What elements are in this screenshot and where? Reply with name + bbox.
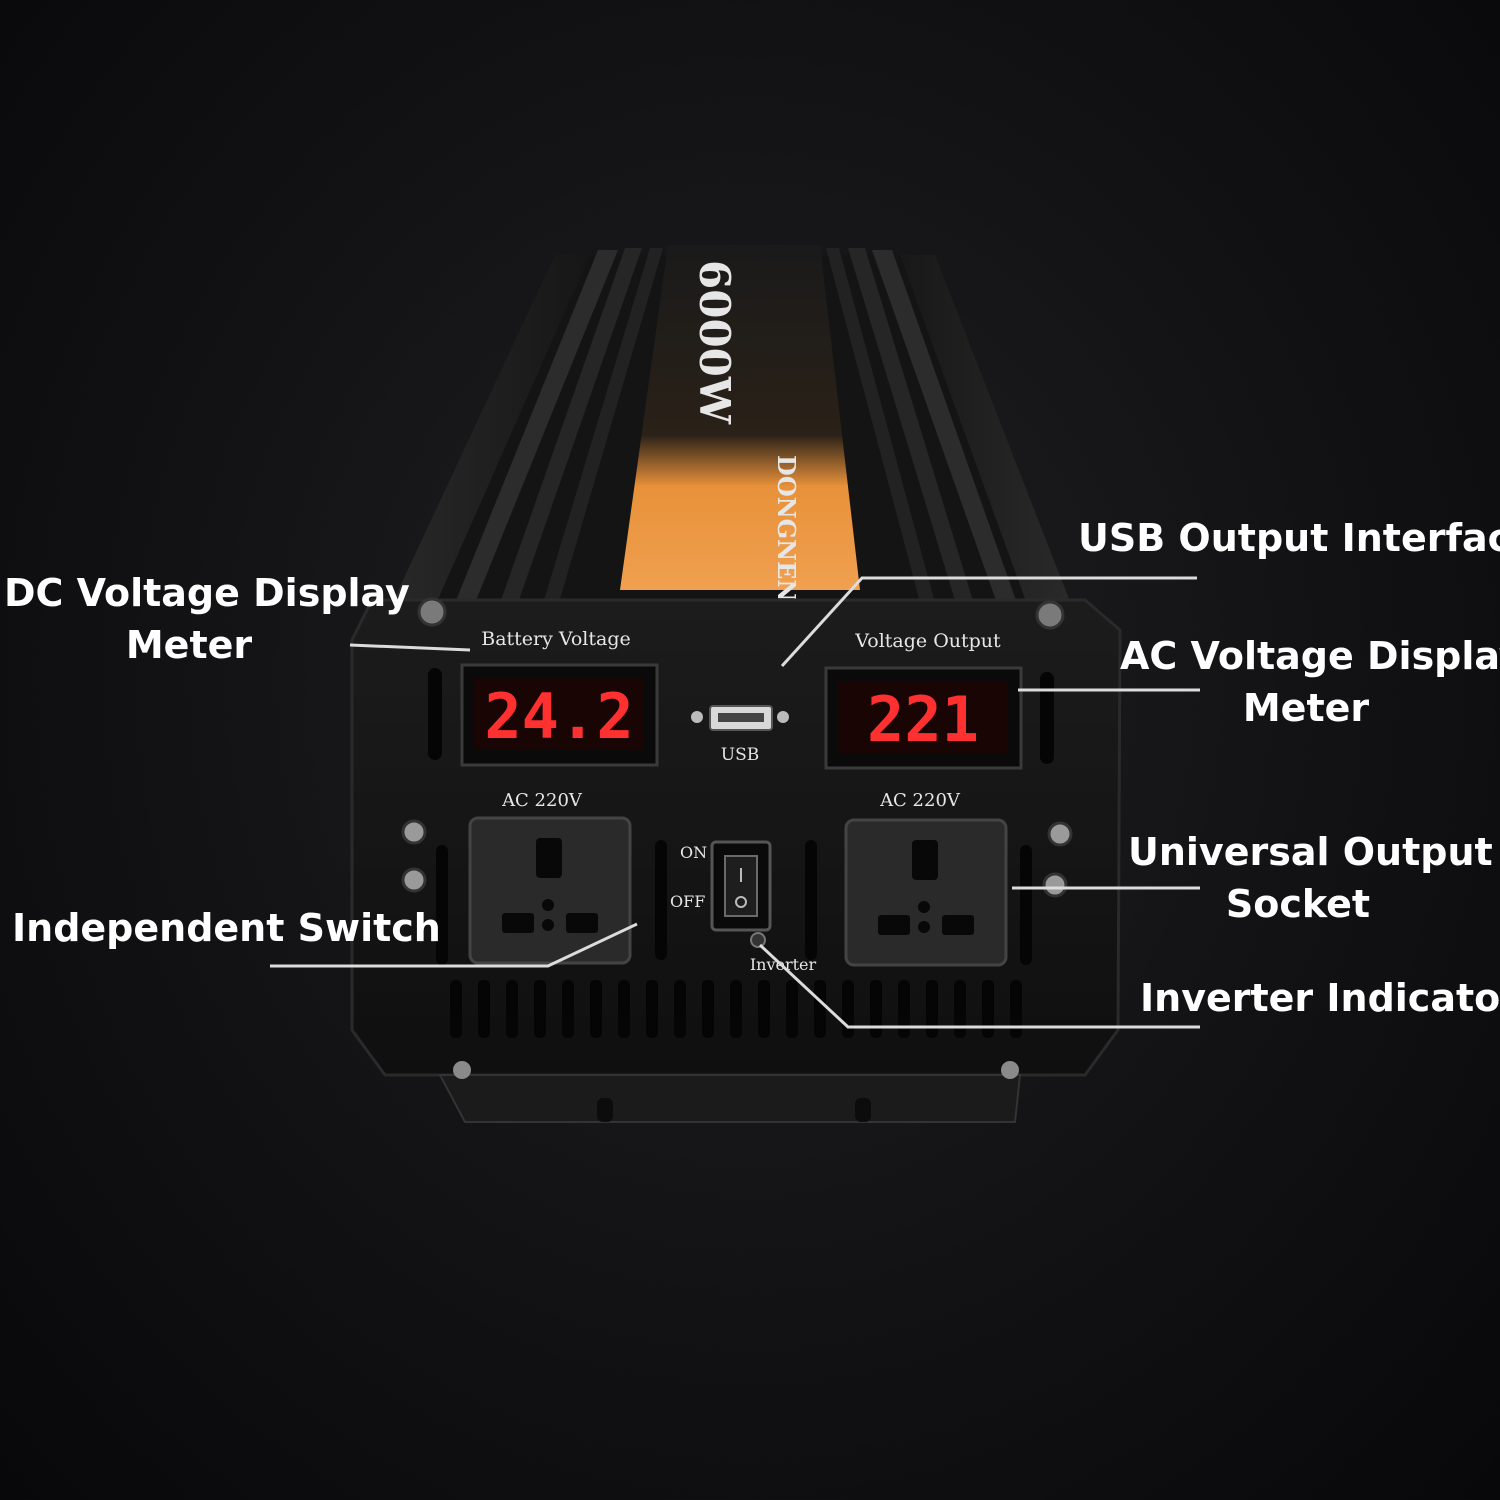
power-switch[interactable] — [710, 840, 772, 932]
dc-meter-callout-line1: DC Voltage Display — [4, 571, 410, 615]
usb-output-callout: USB Output Interface — [1078, 516, 1500, 560]
ac-right-label: AC 220V — [879, 790, 961, 811]
screw-icon — [1042, 872, 1068, 898]
universal-socket-callout-line2: Socket — [1225, 882, 1371, 926]
screw-icon — [417, 597, 447, 627]
front-panel: Battery Voltage Voltage Output 24.2 221 … — [350, 597, 1122, 1077]
vent-slot — [428, 668, 442, 760]
power-rating-text: 6000W — [690, 260, 739, 425]
screw-icon — [777, 711, 789, 723]
screw-icon — [401, 819, 427, 845]
vent-slot — [805, 840, 817, 960]
universal-socket-left[interactable] — [468, 816, 632, 965]
dc-meter-callout-line2: Meter — [125, 623, 253, 667]
left-heatsink-fins — [375, 248, 663, 640]
screw-icon — [1035, 600, 1065, 630]
dc-voltage-display: 24.2 — [460, 663, 659, 767]
ac-voltage-value: 221 — [867, 683, 979, 756]
independent-switch-callout: Independent Switch — [12, 906, 441, 950]
vent-slot — [655, 840, 667, 960]
vent-slot — [436, 845, 448, 965]
universal-socket-callout: Universal Output Socket — [1128, 826, 1493, 930]
screw-icon — [1047, 821, 1073, 847]
label-band — [620, 245, 860, 590]
inverter-indicator-led — [750, 932, 766, 948]
voltage-output-label: Voltage Output — [854, 630, 1001, 652]
usb-port[interactable]: USB — [691, 705, 789, 765]
inverter-indicator-callout: Inverter Indicator — [1140, 976, 1500, 1020]
inverter-label: Inverter — [750, 955, 817, 974]
usb-label: USB — [721, 745, 759, 765]
screw-icon — [401, 867, 427, 893]
ac-meter-callout-line2: Meter — [1242, 686, 1370, 730]
usb-leader — [780, 576, 1197, 668]
switch-on-label: ON — [680, 843, 707, 862]
bottom-vent-grille — [450, 980, 1022, 1038]
universal-socket-callout-line1: Universal Output — [1128, 830, 1493, 874]
ac-left-label: AC 220V — [501, 790, 583, 811]
ac-voltage-display: 221 — [824, 666, 1023, 770]
right-heatsink-fins — [826, 248, 1085, 640]
ac-meter-callout: AC Voltage Display Meter — [1120, 630, 1500, 734]
inverter-indicator-leader — [758, 943, 1200, 1029]
ac-meter-callout-line1: AC Voltage Display — [1120, 634, 1500, 678]
screw-icon — [453, 1061, 471, 1079]
dc-voltage-value: 24.2 — [484, 680, 633, 753]
inverter-housing: 6000W DONGNENG — [375, 245, 1085, 640]
vent-slot — [1040, 672, 1054, 764]
callout-leader-lines — [270, 576, 1200, 1029]
switch-leader — [270, 922, 638, 968]
dc-meter-callout: DC Voltage Display Meter — [4, 567, 410, 671]
screw-icon — [691, 711, 703, 723]
brand-roman-text: DONGNENG — [772, 455, 801, 622]
mounting-bracket — [438, 1061, 1022, 1123]
battery-voltage-label: Battery Voltage — [481, 628, 631, 650]
switch-off-label: OFF — [670, 892, 705, 911]
screw-icon — [1001, 1061, 1019, 1079]
vent-slot — [1020, 845, 1032, 965]
universal-socket-right[interactable] — [844, 818, 1008, 967]
dc-meter-leader — [349, 643, 471, 652]
